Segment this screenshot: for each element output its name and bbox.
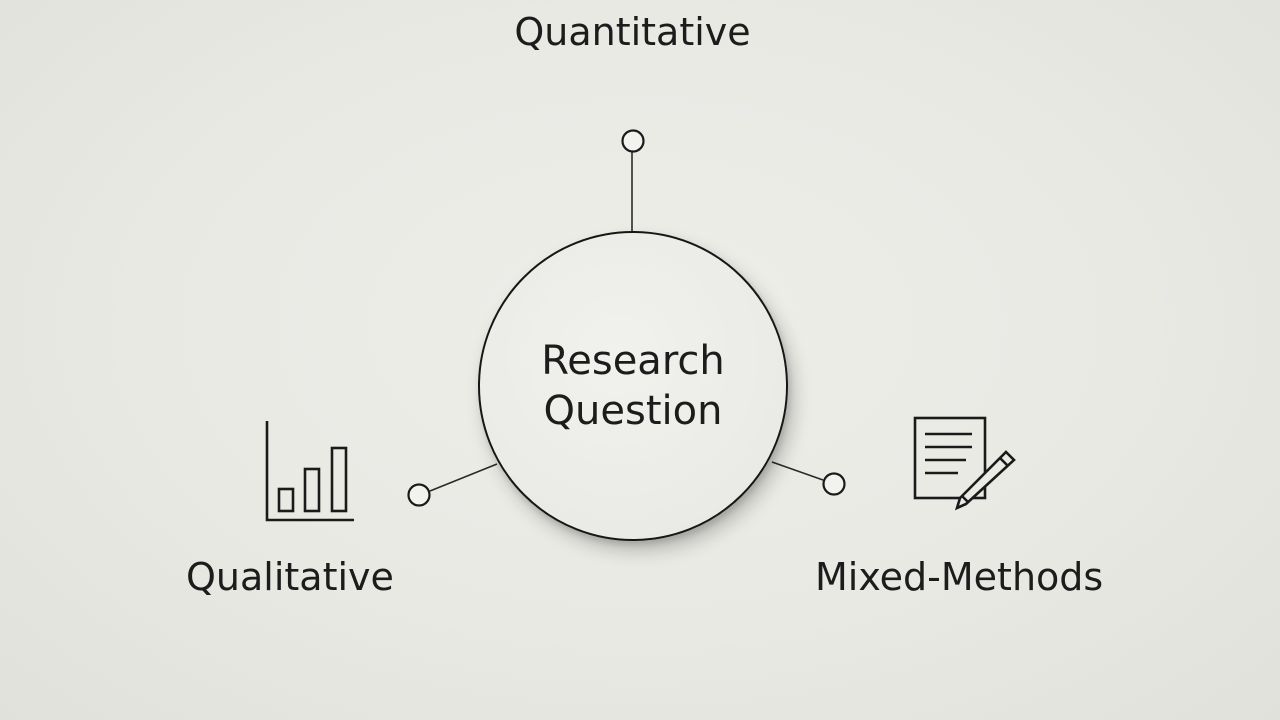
node-dot-left [407,483,431,507]
branch-label-qualitative: Qualitative [186,555,394,599]
connector-left [429,463,498,492]
bar-chart-icon [265,421,354,522]
node-dot-right [822,472,846,496]
center-node: Research Question [478,231,788,541]
connector-right [771,461,824,481]
document-pen-icon [913,416,1016,511]
center-label: Research Question [541,338,725,434]
branch-label-quantitative: Quantitative [514,10,751,54]
branch-label-mixed-methods: Mixed-Methods [815,555,1104,599]
node-dot-top [621,129,645,153]
